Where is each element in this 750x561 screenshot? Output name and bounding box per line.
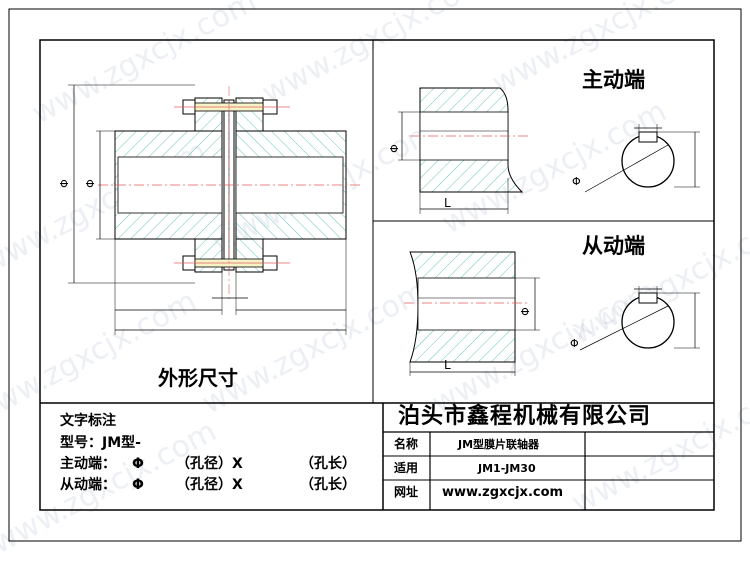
drive-length-label: （孔长） — [300, 456, 356, 472]
driven-phi-symbol: Φ — [132, 477, 144, 493]
dim-L-driven: L — [444, 358, 451, 372]
dim-phi-outer: Φ — [57, 179, 71, 188]
dim-phi-drive-bore: Φ — [387, 144, 401, 153]
titleblock-label-apply: 适用 — [394, 461, 419, 475]
dim-phi-drive-circle: Φ — [572, 175, 581, 188]
notes-header: 文字标注 — [60, 413, 116, 429]
drive-phi-symbol: Φ — [132, 456, 144, 472]
drive-bore-label: （孔径）X — [176, 456, 243, 472]
driven-bore-label: （孔径）X — [176, 477, 243, 493]
titleblock-label-url: 网址 — [394, 485, 419, 499]
dim-phi-driven-bore: Φ — [518, 307, 532, 316]
company-name: 泊头市鑫程机械有限公司 — [398, 404, 652, 429]
titleblock-value-apply: JM1-JM30 — [478, 462, 536, 475]
title-block-lines — [40, 402, 714, 510]
driven-end-label: 从动端： — [60, 477, 116, 493]
drive-end-view — [398, 87, 700, 214]
outline-dimensions-title: 外形尺寸 — [158, 366, 238, 390]
driven-length-label: （孔长） — [300, 477, 356, 493]
drive-end-title: 主动端 — [582, 68, 645, 92]
model-label: 型号：JM型- — [60, 435, 141, 451]
titleblock-value-url[interactable]: www.zgxcjx.com — [442, 485, 564, 500]
dim-phi-driven-circle: Φ — [570, 337, 579, 350]
main-view — [68, 84, 360, 335]
titleblock-value-name: JM型膜片联轴器 — [458, 438, 540, 451]
titleblock-label-name: 名称 — [394, 437, 419, 451]
driven-end-view — [404, 251, 700, 376]
dim-L-drive: L — [444, 196, 451, 210]
drive-end-label: 主动端： — [60, 456, 116, 472]
driven-end-title: 从动端 — [582, 234, 645, 258]
dim-phi-hub: Φ — [83, 179, 97, 188]
